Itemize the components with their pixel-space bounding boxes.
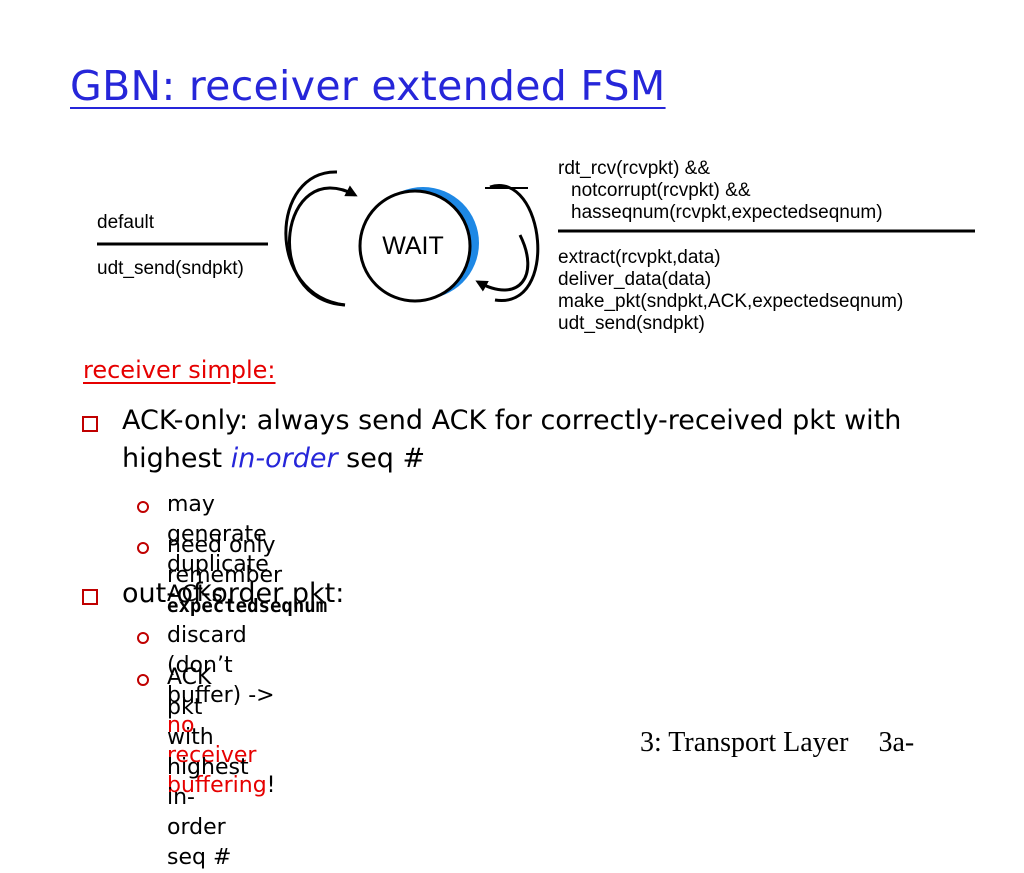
right-self-loop-arrow	[475, 234, 530, 292]
right-action-2: deliver_data(data)	[558, 269, 711, 290]
left-self-loop-arrow	[288, 185, 358, 307]
right-event-line-1: rdt_rcv(rcvpkt) &&	[558, 158, 710, 179]
left-loop-bracket	[284, 170, 346, 307]
bullet-out-of-order: out-of-order pkt:	[122, 578, 345, 609]
sub-bullet-discard-text: discard (don’t buffer) ->	[167, 623, 275, 708]
sub-bullet-duplicate-acks: may generate duplicate ACKs	[167, 492, 269, 607]
footer-label: 3: Transport Layer	[640, 727, 849, 758]
bullet-ack-only-tail: seq #	[337, 443, 426, 474]
slide-footer: 3: Transport Layer 3a-	[640, 727, 914, 759]
fsm-diagram: WAIT default udt_send(sndpkt) rdt_rcv(rc…	[97, 158, 975, 334]
right-action-4: udt_send(sndpkt)	[558, 313, 705, 334]
subheading: receiver simple:	[83, 356, 276, 384]
right-action-3: make_pkt(sndpkt,ACK,expectedseqnum)	[558, 291, 903, 312]
square-bullet-icon	[82, 416, 98, 432]
left-event: default	[97, 212, 155, 233]
left-action: udt_send(sndpkt)	[97, 258, 244, 279]
expectedseqnum-code: expectedseqnum	[167, 595, 328, 617]
sub-bullet-remember: need only remember expectedseqnum	[167, 531, 327, 621]
sub-bullet-remember-text: need only remember	[167, 533, 283, 588]
slide-title: GBN: receiver extended FSM	[70, 62, 666, 110]
right-action-1: extract(rcvpkt,data)	[558, 247, 721, 268]
wait-state: WAIT	[358, 187, 479, 303]
sub-bullet-discard-tail: !	[266, 773, 276, 798]
sub-bullet-ack-highest: ACK pkt with highest in-order seq #	[167, 665, 249, 870]
right-event-line-3: hasseqnum(rcvpkt,expectedseqnum)	[571, 202, 883, 223]
state-circle	[358, 189, 472, 303]
circle-bullet-icon	[137, 501, 149, 513]
square-bullet-icon	[82, 589, 98, 605]
bullet-ack-only-text: ACK-only: always send ACK for correctly-…	[122, 405, 902, 474]
circle-bullet-icon	[137, 632, 149, 644]
in-order-emphasis: in-order	[230, 443, 338, 474]
right-self-loop-bracket	[489, 184, 540, 302]
circle-bullet-icon	[137, 674, 149, 686]
right-event-line-2: notcorrupt(rcvpkt) &&	[571, 180, 751, 201]
state-label: WAIT	[382, 232, 444, 260]
footer-page-number: 3a-	[878, 727, 915, 758]
circle-bullet-icon	[137, 542, 149, 554]
bullet-ack-only: ACK-only: always send ACK for correctly-…	[122, 402, 942, 478]
